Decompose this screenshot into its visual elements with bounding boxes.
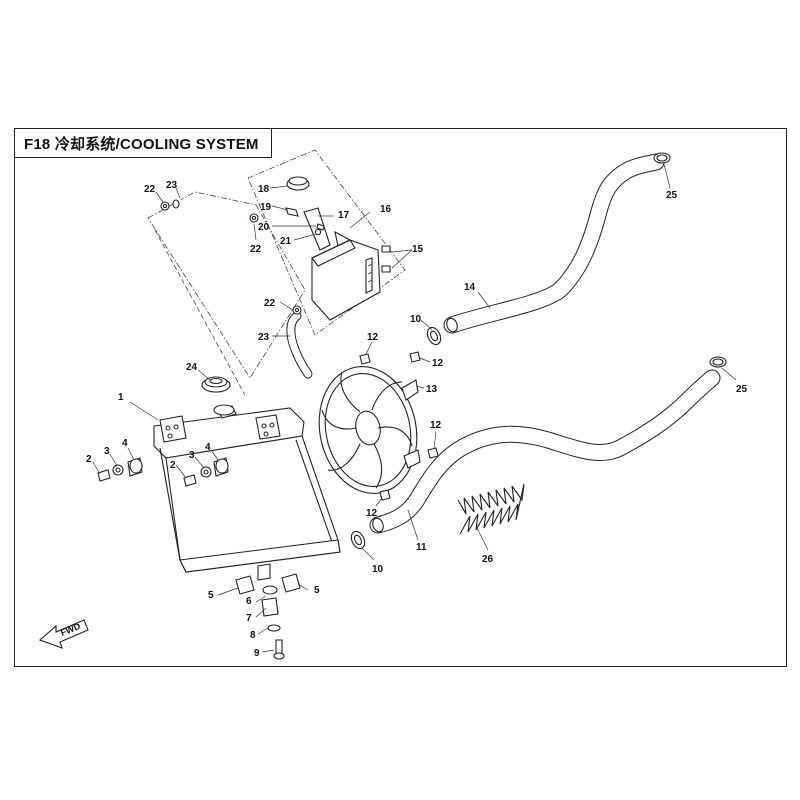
callout-8: 8 — [250, 630, 256, 641]
reservoir-assembly-boundary — [247, 149, 406, 336]
callout-25: 25 — [666, 190, 678, 201]
callout-16: 16 — [380, 204, 392, 215]
callout-24: 24 — [186, 362, 198, 373]
radiator-mount-left — [97, 457, 143, 482]
callout-11: 11 — [416, 542, 427, 553]
callout-3: 3 — [104, 446, 110, 457]
cooling-fan — [318, 366, 421, 494]
hose-spring — [457, 483, 525, 535]
callout-25: 25 — [736, 384, 748, 395]
forward-direction-arrow: FWD — [38, 619, 89, 649]
callout-23: 23 — [258, 332, 270, 343]
upper-radiator-hose — [443, 153, 665, 334]
hose-clamp-upper-left — [160, 201, 170, 211]
mount-washer — [267, 624, 281, 632]
hose-clamp-lower — [292, 305, 302, 315]
callout-22: 22 — [264, 298, 276, 309]
hose-clamp-25-right — [709, 356, 727, 368]
callout-19: 19 — [260, 202, 272, 213]
hose-clamp-upper-right — [249, 213, 259, 223]
callout-13: 13 — [426, 384, 438, 395]
callout-labels: 1 2 3 4 2 3 4 5 5 6 7 8 9 10 10 11 12 12… — [86, 180, 748, 659]
rubber-mount-right — [281, 573, 301, 593]
callout-26: 26 — [482, 554, 494, 565]
callout-9: 9 — [254, 648, 260, 659]
callout-22: 22 — [250, 244, 262, 255]
lower-radiator-hose — [369, 369, 721, 534]
radiator-reservoir-hose-boundary — [147, 191, 306, 379]
callout-20: 20 — [258, 222, 270, 233]
reservoir-bolts — [381, 245, 391, 273]
callout-23: 23 — [166, 180, 178, 191]
callout-4: 4 — [122, 438, 128, 449]
overflow-hose-lower — [286, 311, 313, 379]
radiator-hose-guide — [154, 229, 246, 396]
radiator-mount-center — [183, 457, 229, 487]
callout-6: 6 — [246, 596, 252, 607]
callout-12: 12 — [366, 508, 378, 519]
fan-bolt-right — [427, 447, 439, 459]
hose-clamp-upper-hose — [426, 326, 442, 346]
callout-4: 4 — [205, 442, 211, 453]
callout-5: 5 — [314, 585, 320, 596]
callout-1: 1 — [118, 392, 124, 403]
breather-fitting — [285, 207, 299, 217]
title-box — [14, 128, 272, 158]
callout-2: 2 — [86, 454, 92, 465]
radiator — [153, 404, 341, 581]
mount-bolt — [273, 639, 285, 660]
fan-bolt-bottom — [379, 489, 391, 501]
callout-5: 5 — [208, 590, 214, 601]
leader-lines — [92, 163, 737, 653]
radiator-cap — [201, 376, 231, 393]
fan-bolt-right-top — [409, 351, 421, 363]
overflow-hose-upper — [172, 199, 247, 223]
callout-3: 3 — [189, 450, 195, 461]
rubber-mount-left — [235, 575, 255, 595]
coolant-reservoir — [311, 230, 381, 321]
mount-bushing — [261, 585, 279, 617]
callout-18: 18 — [258, 184, 270, 195]
fan-bolt-top — [359, 353, 371, 365]
reservoir-screw — [316, 223, 325, 231]
callout-15: 15 — [412, 244, 424, 255]
callout-7: 7 — [246, 613, 252, 624]
hose-clamp-25-top — [653, 152, 671, 164]
reservoir-filler-neck — [303, 207, 331, 251]
hose-clamp-lower-hose — [350, 530, 366, 550]
callout-21: 21 — [280, 236, 292, 247]
callout-12: 12 — [430, 420, 442, 431]
callout-2: 2 — [170, 460, 176, 471]
callout-10: 10 — [372, 564, 384, 575]
reservoir-cap — [286, 176, 310, 191]
callout-17: 17 — [338, 210, 350, 221]
reservoir-small-clamp — [314, 228, 322, 236]
callout-12: 12 — [432, 358, 444, 369]
callout-14: 14 — [464, 282, 476, 293]
page-title: F18 冷却系统/COOLING SYSTEM — [24, 136, 259, 153]
callout-12: 12 — [367, 332, 379, 343]
callout-10: 10 — [410, 314, 422, 325]
diagram-frame — [14, 128, 787, 667]
callout-22: 22 — [144, 184, 156, 195]
